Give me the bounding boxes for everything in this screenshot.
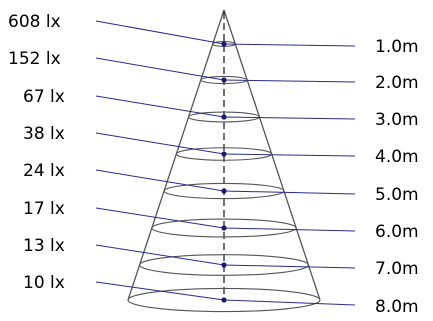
center-points — [221, 41, 227, 303]
lux-labels: 608 lx 152 lx 67 lx 38 lx 24 lx 17 lx 13… — [8, 12, 65, 293]
leader-lines — [95, 20, 356, 306]
center-dot — [221, 262, 227, 268]
cone-left-edge — [127, 9, 225, 301]
lux-label: 67 lx — [23, 87, 65, 107]
distance-leader-line — [223, 227, 356, 232]
distance-leader-line — [223, 79, 356, 83]
ring-ellipse — [139, 254, 309, 276]
center-dot — [221, 188, 227, 194]
distance-leader-line — [223, 153, 356, 157]
lux-leader-line — [95, 244, 225, 266]
distance-label: 1.0m — [375, 37, 419, 57]
center-dot — [221, 225, 227, 231]
distance-label: 4.0m — [375, 147, 419, 167]
center-dot — [221, 151, 227, 157]
distance-leader-line — [223, 264, 356, 269]
ring-ellipse — [188, 111, 260, 123]
distance-label: 8.0m — [375, 297, 419, 317]
illumination-rings — [127, 40, 321, 313]
lux-label: 17 lx — [23, 199, 65, 219]
distance-leader-line — [223, 299, 356, 306]
lux-leader-line — [95, 207, 225, 229]
ring-ellipse — [163, 182, 285, 200]
distance-label: 3.0m — [375, 110, 419, 130]
center-dot — [221, 77, 227, 83]
distance-leader-line — [223, 43, 356, 47]
lux-leader-line — [95, 281, 225, 301]
lux-leader-line — [95, 169, 225, 192]
distance-leader-line — [223, 116, 356, 120]
center-dot — [221, 297, 227, 303]
lux-label: 152 lx — [8, 49, 61, 69]
lux-label: 13 lx — [23, 236, 65, 256]
lux-label: 10 lx — [23, 273, 65, 293]
distance-leader-line — [223, 190, 356, 195]
center-dot — [221, 41, 227, 47]
lux-label: 608 lx — [8, 12, 61, 32]
lux-leader-line — [95, 132, 225, 155]
center-dot — [221, 114, 227, 120]
distance-label: 2.0m — [375, 73, 419, 93]
lux-leader-line — [95, 57, 225, 81]
lux-label: 24 lx — [23, 161, 65, 181]
distance-label: 6.0m — [375, 222, 419, 242]
ring-ellipse — [127, 287, 321, 313]
lux-leader-line — [95, 95, 225, 118]
lux-label: 38 lx — [23, 124, 65, 144]
ring-ellipse — [151, 218, 297, 238]
distance-label: 7.0m — [375, 259, 419, 279]
ring-ellipse — [175, 147, 273, 161]
distance-labels: 1.0m 2.0m 3.0m 4.0m 5.0m 6.0m 7.0m 8.0m — [375, 37, 419, 317]
distance-label: 5.0m — [375, 185, 419, 205]
lux-leader-line — [95, 20, 225, 45]
